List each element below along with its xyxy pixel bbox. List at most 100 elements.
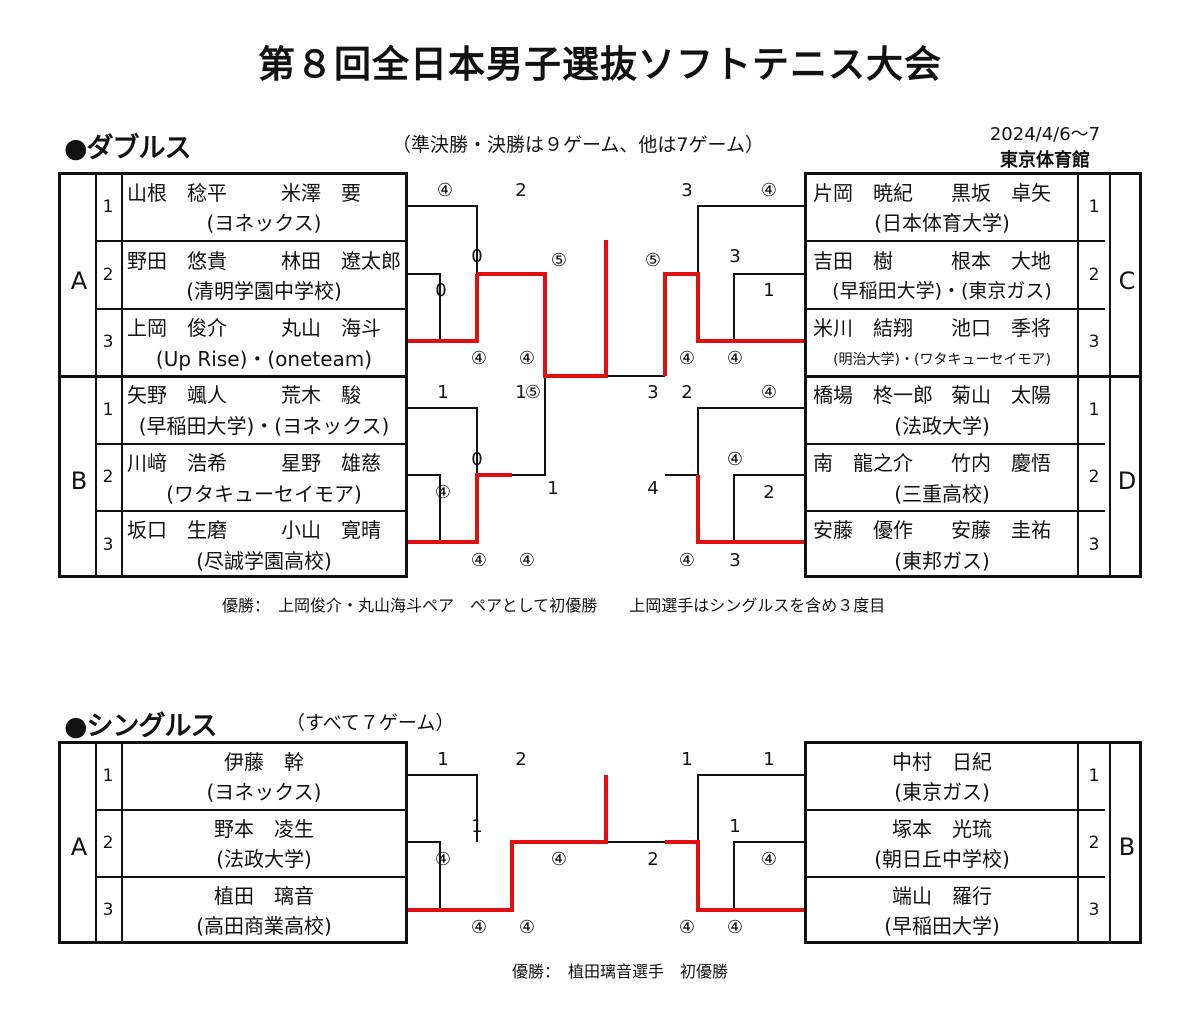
seed-number: 3 <box>102 332 114 352</box>
seed-number: 1 <box>1088 400 1100 420</box>
affiliation: (ヨネックス) <box>206 211 322 235</box>
affiliation: (早稲田大学)・(東京ガス) <box>832 280 1052 302</box>
player-name: 端山 羅行 <box>892 884 992 908</box>
score: ④ <box>726 348 744 369</box>
player-1-name: 南 龍之介 <box>813 451 913 475</box>
score: ④ <box>678 550 696 571</box>
seed-number: 1 <box>1088 197 1100 217</box>
seed-number: 3 <box>1088 535 1100 555</box>
affiliation: (朝日丘中学校) <box>874 847 1010 871</box>
score: 0 <box>471 246 483 267</box>
score: ④ <box>726 449 744 470</box>
player-1-name: 橋場 柊一郎 <box>813 383 933 407</box>
player-name: 植田 璃音 <box>214 884 314 908</box>
affiliation: (尽誠学園高校) <box>196 549 332 573</box>
score: ⑤ <box>524 382 542 403</box>
player-1-name: 川﨑 浩希 <box>127 451 227 475</box>
player-2-name: 竹内 慶悟 <box>951 451 1051 475</box>
player-2-name: 星野 雄慈 <box>281 451 381 475</box>
score: ④ <box>436 180 454 201</box>
score: 3 <box>729 246 741 267</box>
player-2-name: 丸山 海斗 <box>281 316 381 340</box>
player-1-name: 安藤 優作 <box>813 518 913 542</box>
group-label-a: A <box>70 833 88 861</box>
score: ④ <box>434 849 452 870</box>
seed-number: 1 <box>102 400 114 420</box>
seed-number: 1 <box>1088 766 1100 786</box>
doubles-left-table: A B 1 2 3 1 2 3 山根 稔平 米澤 要 (ヨネックス) 野田 悠貴… <box>58 172 408 578</box>
player-name: 塚本 光琉 <box>892 817 992 841</box>
score: 3 <box>681 180 693 201</box>
affiliation: (ヨネックス) <box>206 780 322 804</box>
score: ④ <box>434 482 452 503</box>
score: 1 <box>515 382 527 403</box>
doubles-note: （準決勝・決勝は９ゲーム、他は7ゲーム） <box>392 134 764 156</box>
score: 0 <box>435 280 447 301</box>
event-date: 2024/4/6〜7 <box>989 124 1101 145</box>
score: 1 <box>763 749 775 770</box>
score: ④ <box>726 917 744 938</box>
group-label-b: B <box>1118 833 1136 861</box>
score: 1 <box>763 280 775 301</box>
score: ④ <box>518 348 536 369</box>
player-2-name: 根本 大地 <box>951 249 1051 273</box>
score: ⑤ <box>550 250 568 271</box>
seed-number: 3 <box>102 900 114 920</box>
affiliation: (明治大学)・(ワタキューセイモア) <box>833 352 1051 368</box>
seed-number: 2 <box>102 833 114 853</box>
score: ④ <box>678 348 696 369</box>
seed-number: 3 <box>1088 332 1100 352</box>
doubles-right-table: C D 1 2 3 1 2 3 片岡 暁紀 黒坂 卓矢 (日本体育大学) 吉田 … <box>804 172 1142 578</box>
page-title: 第８回全日本男子選抜ソフトテニス大会 <box>258 43 942 86</box>
score: 1 <box>437 749 449 770</box>
seed-number: 2 <box>102 467 114 487</box>
player-1-name: 坂口 生磨 <box>127 518 227 542</box>
player-2-name: 安藤 圭祐 <box>951 518 1051 542</box>
affiliation: (早稲田大学) <box>884 914 1000 938</box>
player-1-name: 山根 稔平 <box>127 181 227 205</box>
affiliation: (法政大学) <box>216 847 312 871</box>
seed-number: 3 <box>102 535 114 555</box>
player-2-name: 米澤 要 <box>281 181 361 205</box>
player-2-name: 荒木 駿 <box>281 383 361 407</box>
player-2-name: 菊山 太陽 <box>951 383 1051 407</box>
score: 3 <box>729 550 741 571</box>
affiliation: (法政大学) <box>894 414 990 438</box>
score: ④ <box>518 550 536 571</box>
score: 3 <box>647 382 659 403</box>
score: ④ <box>470 348 488 369</box>
score: ④ <box>760 382 778 403</box>
affiliation: (Up Rise)・(oneteam) <box>155 347 373 371</box>
seed-number: 2 <box>102 265 114 285</box>
singles-left-table: A 1 2 3 伊藤 幹 (ヨネックス) 野本 凌生 (法政大学) 植田 璃音 … <box>58 741 408 944</box>
player-1-name: 米川 結翔 <box>813 316 913 340</box>
player-2-name: 池口 季将 <box>951 316 1051 340</box>
player-1-name: 野田 悠貴 <box>127 249 227 273</box>
score: ⑤ <box>644 250 662 271</box>
score: ④ <box>760 849 778 870</box>
score: 2 <box>515 180 527 201</box>
score: ④ <box>678 917 696 938</box>
score: ④ <box>518 917 536 938</box>
singles-result: 優勝： 植田璃音選手 初優勝 <box>512 962 729 981</box>
group-label-a: A <box>70 267 88 295</box>
affiliation: (ワタキューセイモア) <box>166 482 362 506</box>
seed-number: 1 <box>102 197 114 217</box>
player-1-name: 吉田 樹 <box>813 249 893 273</box>
group-label-d: D <box>1117 467 1137 495</box>
singles-right-table: B 1 2 3 中村 日紀 (東京ガス) 塚本 光琉 (朝日丘中学校) 端山 羅… <box>804 741 1142 944</box>
affiliation: (東邦ガス) <box>894 549 990 573</box>
score: ④ <box>760 180 778 201</box>
group-label-b: B <box>70 467 88 495</box>
score: 1 <box>437 382 449 403</box>
score: 1 <box>729 816 741 837</box>
affiliation: (日本体育大学) <box>874 211 1010 235</box>
affiliation: (早稲田大学)・(ヨネックス) <box>138 414 390 438</box>
score: 2 <box>763 482 775 503</box>
score: 2 <box>647 849 659 870</box>
seed-number: 3 <box>1088 900 1100 920</box>
seed-number: 1 <box>102 766 114 786</box>
doubles-result: 優勝： 上岡俊介・丸山海斗ペア ペアとして初優勝 上岡選手はシングルスを含め３度… <box>222 596 886 615</box>
score: 0 <box>471 449 483 470</box>
